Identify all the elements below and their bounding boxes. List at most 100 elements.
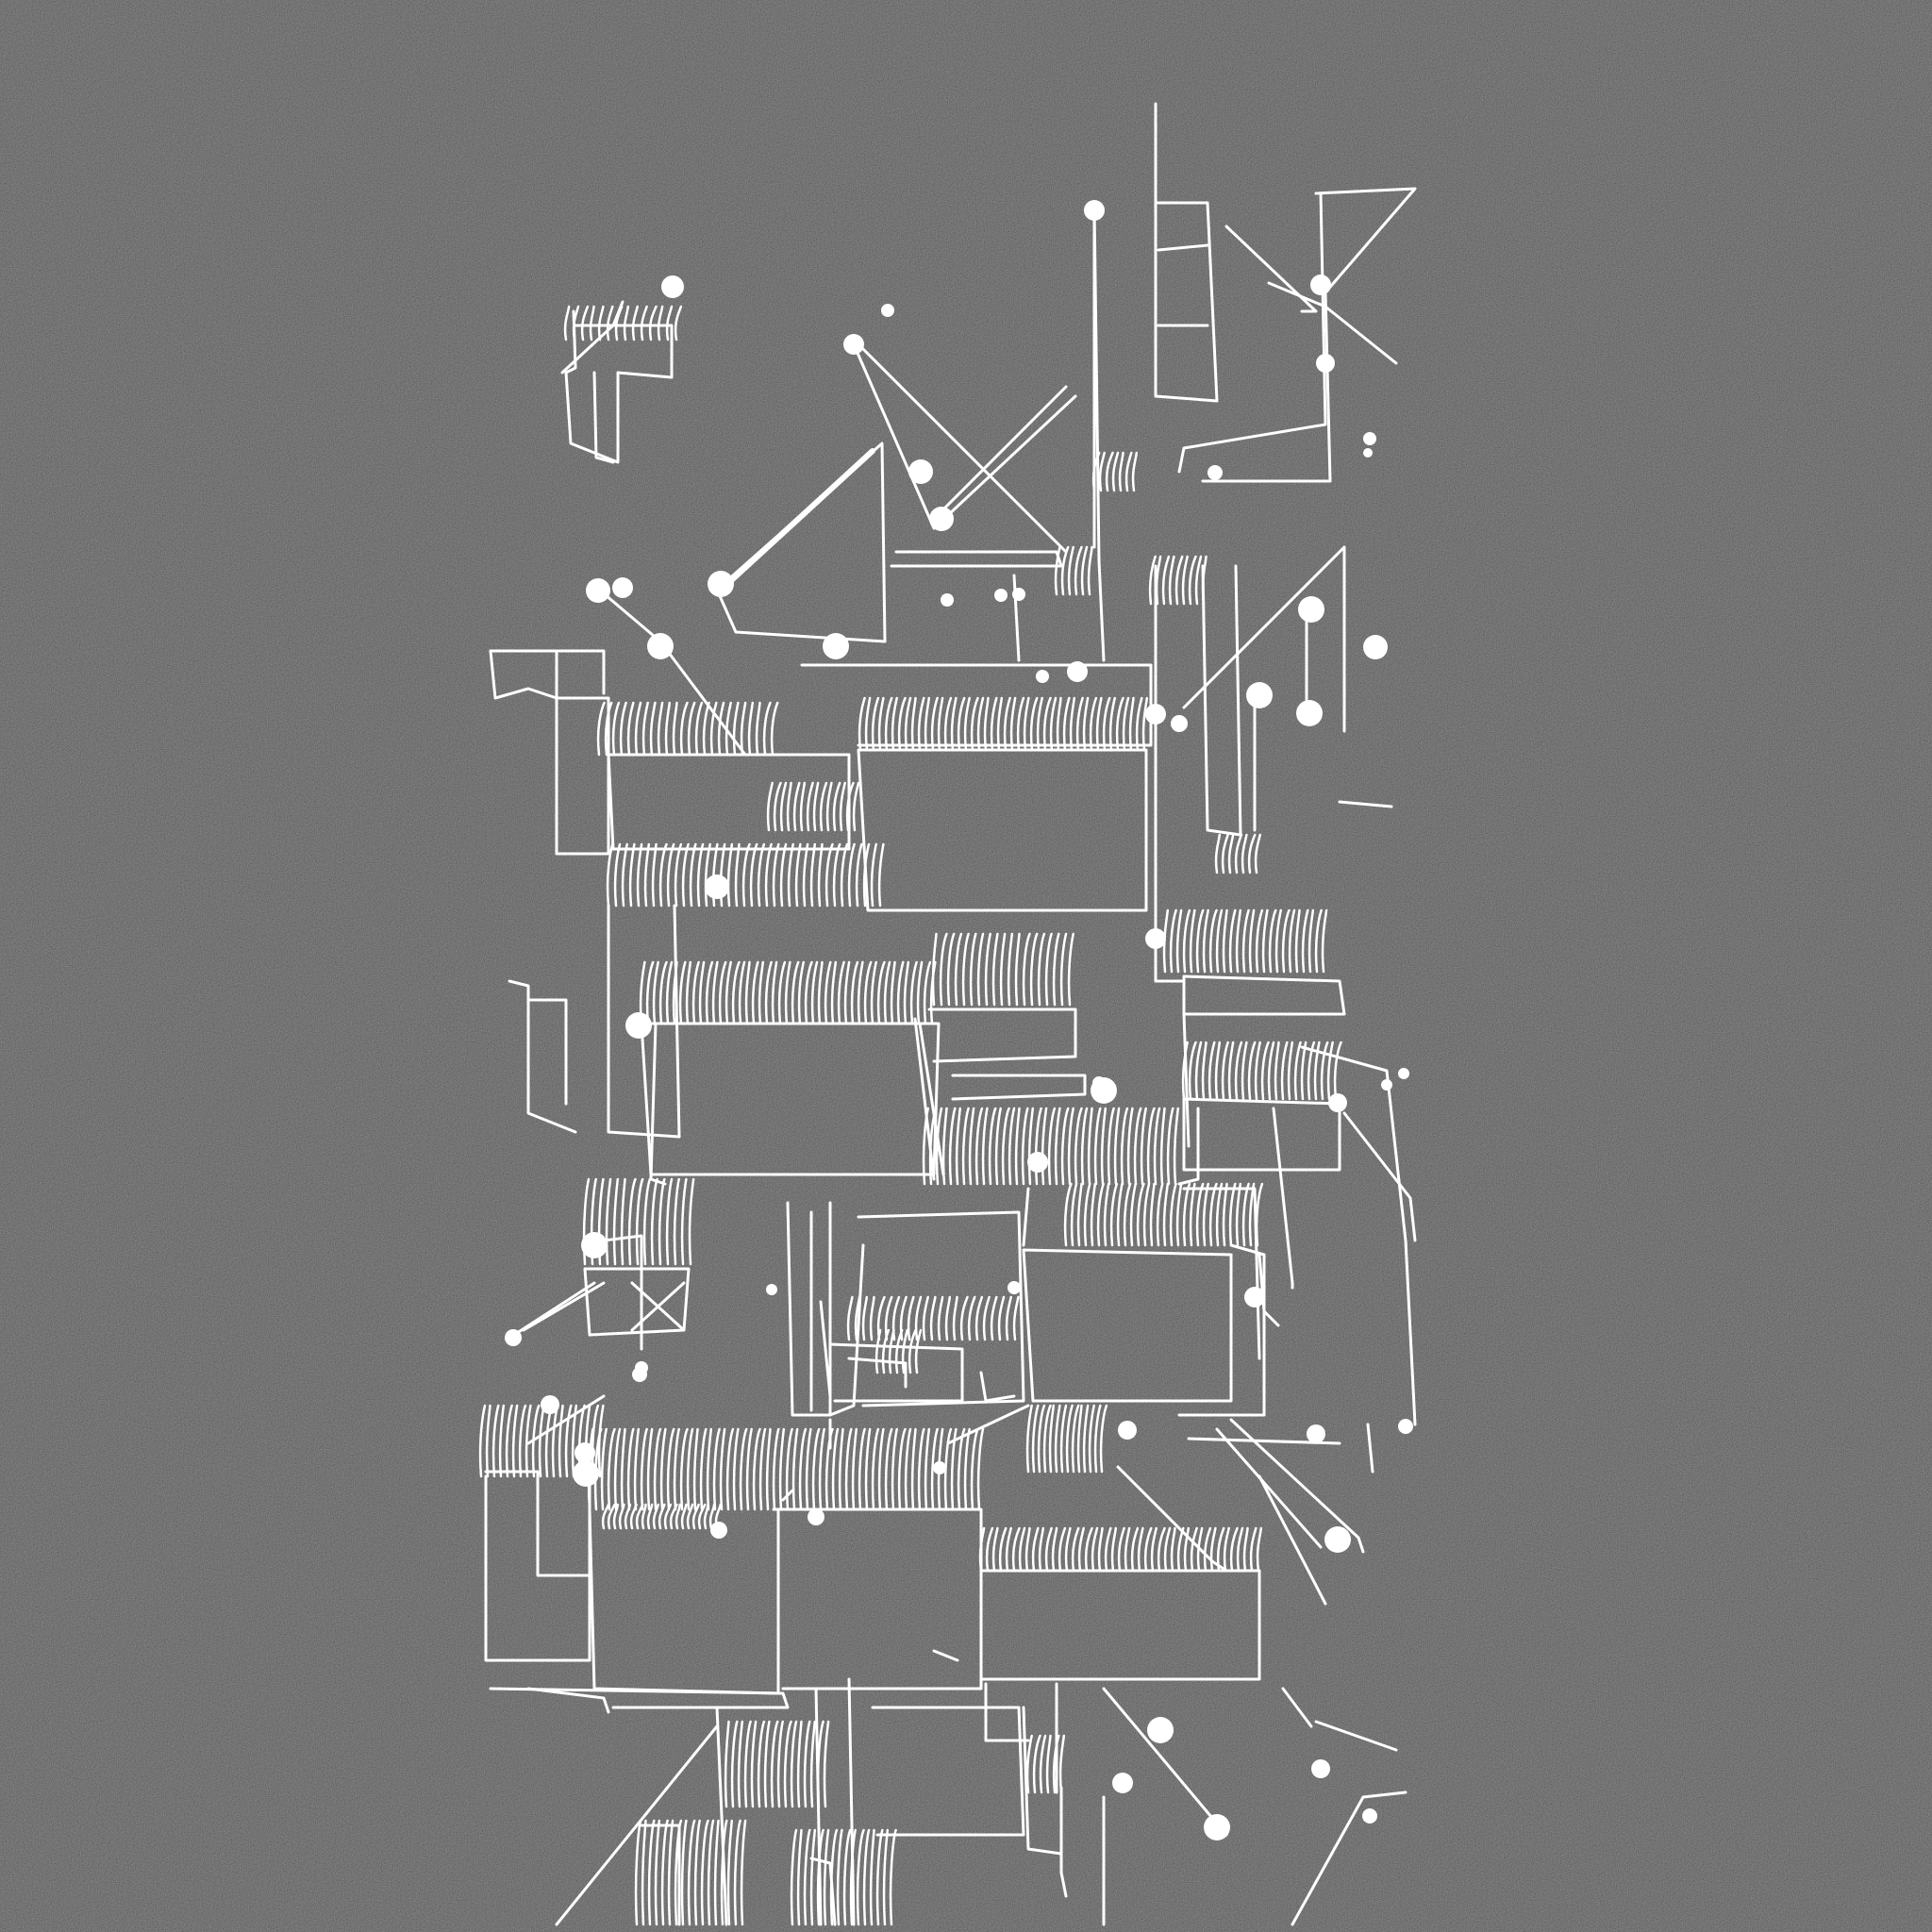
hatch-stroke xyxy=(1195,1182,1205,1247)
node-dot xyxy=(586,578,610,603)
hatch-stroke xyxy=(1052,1734,1060,1794)
hatch-stroke xyxy=(580,305,590,341)
node-dot xyxy=(1362,1808,1377,1824)
hatch-stroke xyxy=(850,960,859,1025)
hatch-stroke xyxy=(772,1427,780,1511)
hatch-stroke xyxy=(976,932,985,1007)
hatch-stroke xyxy=(823,1720,830,1808)
hatch-stroke xyxy=(1025,1734,1033,1794)
hatch-stroke xyxy=(667,1819,675,1926)
node-dot xyxy=(1084,200,1105,221)
hatch-stroke xyxy=(922,1295,929,1341)
hatch-stroke xyxy=(939,932,948,1007)
hatch-stroke xyxy=(498,1404,506,1478)
hatch-stroke xyxy=(1241,908,1250,974)
hatch-stroke xyxy=(604,701,613,757)
hatch-stroke xyxy=(916,960,924,1025)
hatch-stroke xyxy=(1091,451,1101,492)
hatch-stroke xyxy=(805,1427,812,1511)
hatch-stroke xyxy=(1009,696,1017,752)
hatch-stroke xyxy=(703,1503,709,1530)
hatch-stroke xyxy=(1256,1526,1263,1573)
hatch-stroke xyxy=(1307,1041,1316,1101)
hatch-stroke xyxy=(525,1404,532,1478)
hatch-stroke xyxy=(959,1295,969,1341)
hatch-stroke xyxy=(1208,1182,1218,1247)
hatch-stroke xyxy=(700,1819,709,1926)
hatch-stroke xyxy=(963,696,971,752)
hatch-stroke xyxy=(705,960,714,1025)
hatch-stroke xyxy=(1076,1404,1083,1474)
hatch-stroke xyxy=(1067,932,1074,1007)
hatch-stroke xyxy=(785,1427,793,1511)
hatch-stroke xyxy=(544,1404,554,1478)
hatch-stroke xyxy=(688,1177,695,1266)
hatch-stroke xyxy=(930,1427,939,1511)
hatch-stroke xyxy=(1039,1734,1047,1794)
hatch-stroke xyxy=(601,1503,610,1530)
hatch-stroke xyxy=(740,1819,747,1926)
hatch-stroke xyxy=(686,1427,694,1511)
hatch-stroke xyxy=(1156,1182,1164,1247)
hatch-stroke xyxy=(1157,1526,1166,1573)
hatch-stroke xyxy=(1083,1182,1091,1247)
hatch-stroke xyxy=(790,1720,798,1808)
hatch-stroke xyxy=(1027,1107,1035,1186)
hatch-stroke xyxy=(914,1328,923,1374)
hatch-stroke xyxy=(954,932,963,1007)
hatch-stroke xyxy=(685,960,692,1025)
hatch-stroke xyxy=(726,842,734,908)
hatch-stroke xyxy=(1175,1182,1183,1247)
hatch-stroke xyxy=(1149,1182,1156,1247)
hatch-stroke xyxy=(634,701,642,757)
hatch-stroke xyxy=(1099,1404,1108,1474)
hatch-stroke xyxy=(836,1828,843,1926)
hatch-stroke xyxy=(777,960,787,1025)
hatch-stroke xyxy=(870,842,877,908)
hatch-stroke xyxy=(747,701,755,757)
hatch-stroke xyxy=(816,1720,824,1808)
hatch-stroke xyxy=(732,1427,740,1511)
hatch-stroke xyxy=(1288,908,1296,974)
hatch-stroke xyxy=(686,1503,694,1530)
hatch-stroke xyxy=(1104,1526,1112,1573)
node-dot xyxy=(1067,661,1088,682)
hatch-stroke xyxy=(897,696,907,752)
hatch-stroke xyxy=(589,305,595,341)
hatch-stroke xyxy=(1163,1526,1172,1573)
hatch-stroke xyxy=(752,1427,761,1511)
hatch-stroke xyxy=(1221,833,1229,874)
hatch-stroke xyxy=(1060,1107,1070,1186)
node-dot xyxy=(1398,1419,1413,1434)
hatch-stroke xyxy=(1018,1526,1026,1573)
hatch-stroke xyxy=(809,1828,817,1926)
hatch-stroke xyxy=(840,842,849,908)
hatch-stroke xyxy=(1011,1526,1021,1573)
hatch-stroke xyxy=(627,1177,637,1266)
hatch-stroke xyxy=(732,701,740,757)
node-dot xyxy=(933,1461,946,1474)
hatch-stroke xyxy=(1060,545,1070,596)
hatch-stroke xyxy=(983,696,990,752)
hatch-stroke xyxy=(816,1828,824,1926)
hatch-stroke xyxy=(998,1526,1008,1573)
hatch-stroke xyxy=(641,1819,647,1926)
hatch-stroke xyxy=(896,960,905,1025)
hatch-stroke xyxy=(950,1427,958,1511)
hatch-stroke xyxy=(1214,1041,1222,1101)
hatch-stroke xyxy=(635,1177,644,1266)
hatch-stroke xyxy=(937,1427,944,1511)
hatch-stroke xyxy=(1054,1404,1061,1474)
hatch-stroke xyxy=(597,305,605,341)
hatch-stroke xyxy=(1188,555,1197,606)
hatch-stroke xyxy=(1227,1041,1235,1101)
hatch-stroke xyxy=(680,1503,688,1530)
hatch-stroke xyxy=(988,1107,997,1186)
hatch-stroke xyxy=(593,1427,603,1511)
hatch-stroke xyxy=(943,1427,953,1511)
hatch-stroke xyxy=(696,842,705,908)
hatch-stroke xyxy=(518,1404,527,1478)
hatch-stroke xyxy=(969,932,977,1007)
hatch-stroke xyxy=(935,1107,943,1186)
hatch-stroke xyxy=(1029,696,1039,752)
